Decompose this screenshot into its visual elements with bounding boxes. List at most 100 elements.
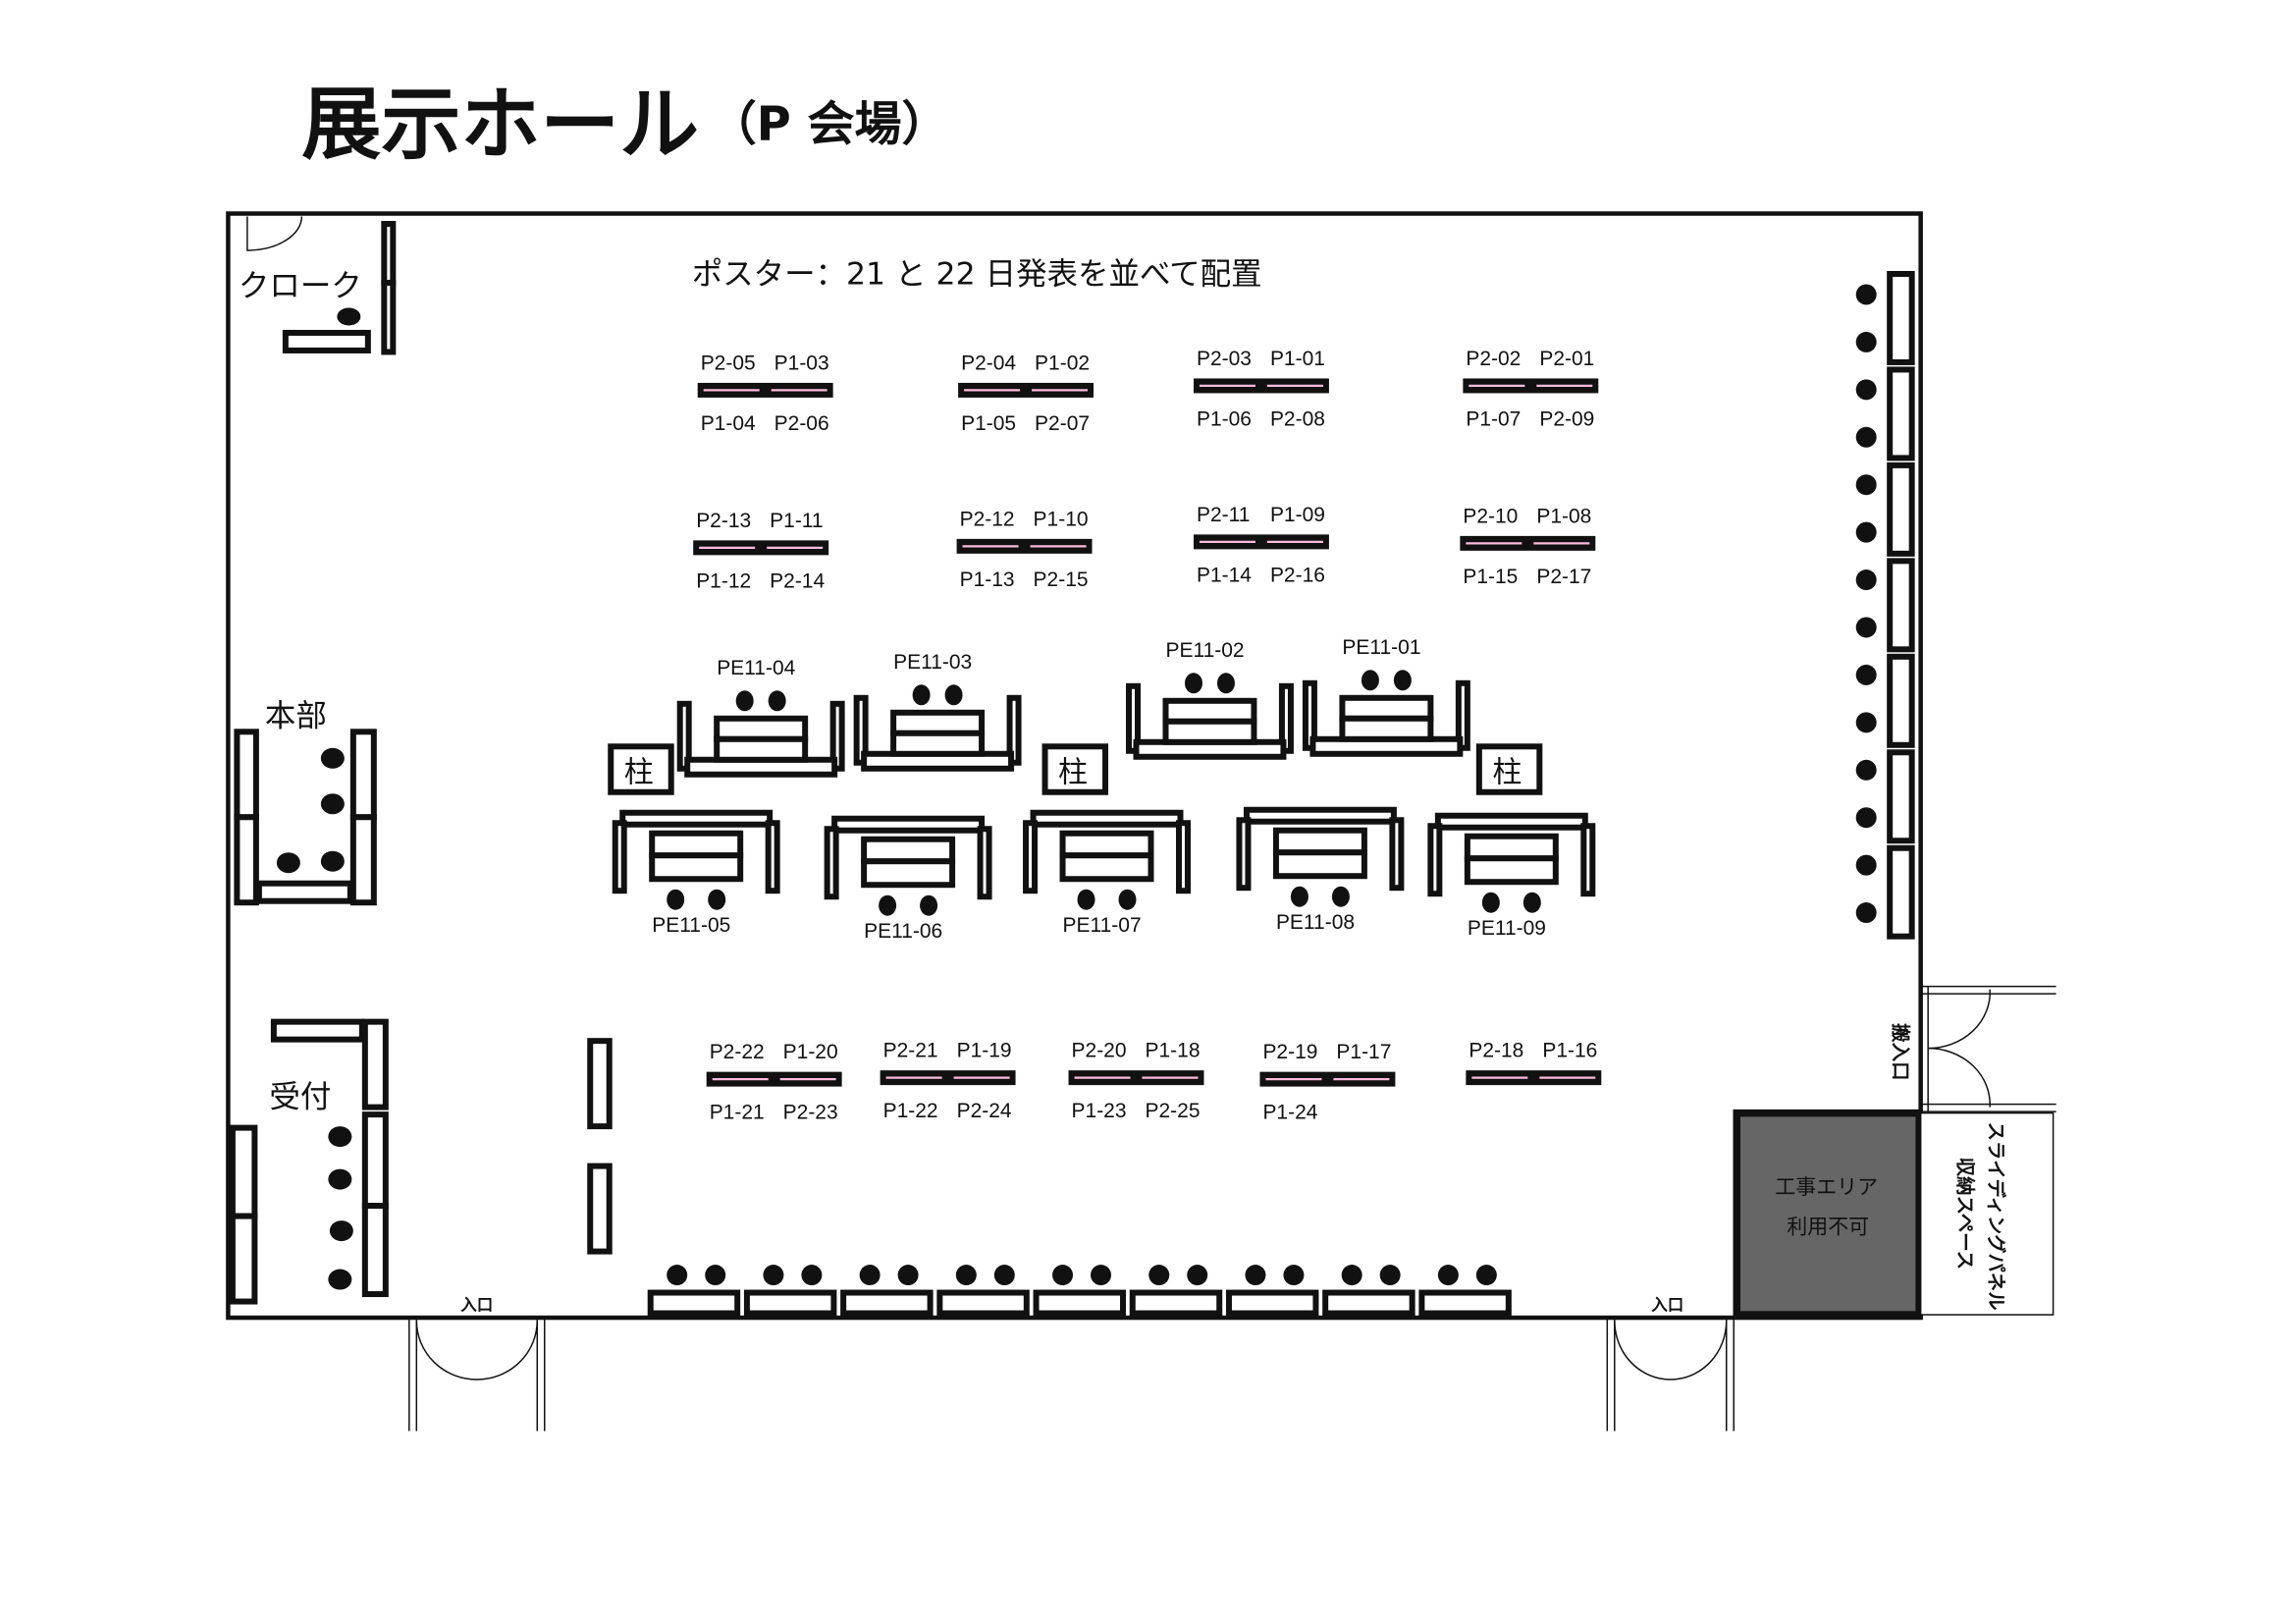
poster-label: P2-03 (1197, 348, 1252, 370)
cloak-counter (282, 221, 397, 355)
hq-label: 本部 (265, 698, 327, 733)
booth: PE11-02 (1126, 639, 1294, 760)
wall-table (1887, 749, 1915, 844)
pillar-label: 柱 (1058, 755, 1088, 789)
poster-label: P1-08 (1536, 505, 1591, 527)
poster-label: P2-23 (783, 1102, 838, 1124)
poster-label: P2-24 (957, 1100, 1012, 1122)
wall-table (840, 1289, 934, 1317)
poster-label: P1-17 (1336, 1041, 1391, 1063)
poster-label: P2-20 (1072, 1040, 1127, 1062)
booth: PE11-05 (612, 809, 780, 937)
chair (1118, 889, 1137, 910)
reception-tables (229, 1018, 389, 1305)
poster-label: P1-21 (710, 1102, 765, 1124)
booth-label: PE11-03 (893, 651, 972, 674)
poster-board-panel (1193, 378, 1329, 394)
poster-label: P2-12 (960, 508, 1015, 530)
chair (1855, 331, 1877, 352)
poster-label: P1-05 (961, 412, 1016, 435)
booth: PE11-03 (853, 651, 1022, 772)
chair (1481, 892, 1500, 913)
booth-label: PE11-01 (1342, 636, 1420, 659)
cloak-door (246, 216, 303, 251)
pillar-label: 柱 (624, 755, 654, 789)
chair (708, 889, 726, 910)
chair (1148, 1265, 1170, 1286)
poster-board-panel (1193, 534, 1329, 550)
wall-table (1033, 1289, 1127, 1317)
wall-table (1887, 461, 1915, 557)
poster-label: P2-15 (1034, 568, 1089, 591)
poster-board: P2-18 P1-16 (1466, 1040, 1602, 1086)
poster-label: P1-18 (1146, 1040, 1201, 1062)
poster-board-panel (693, 540, 829, 556)
poster-board-panel (956, 538, 1093, 554)
chair (1437, 1265, 1459, 1286)
reception-label: 受付 (269, 1080, 331, 1115)
poster-board-panel (1068, 1070, 1204, 1086)
poster-label: P2-09 (1539, 407, 1594, 430)
wall-table (1322, 1289, 1415, 1317)
poster-label: P1-07 (1466, 407, 1521, 430)
poster-label: P1-24 (1262, 1102, 1317, 1124)
poster-board-panel (1460, 535, 1596, 551)
construction-label-2: 利用不可 (1787, 1216, 1869, 1239)
chair (879, 894, 897, 916)
chair (1855, 712, 1877, 733)
chair (920, 894, 938, 916)
poster-label: P1-10 (1034, 508, 1089, 530)
poster-label: P1-11 (770, 510, 823, 532)
pillar: 柱 (608, 743, 674, 795)
construction-area (1733, 1109, 1923, 1319)
chair (1855, 664, 1877, 685)
chair (1855, 569, 1877, 591)
chair (1331, 886, 1350, 907)
construction-label-1: 工事エリア (1775, 1175, 1878, 1199)
storage-label-2: 収納スペース (1954, 1158, 1977, 1271)
booth-label: PE11-05 (652, 914, 730, 937)
chair (667, 889, 685, 910)
wall-table (1887, 366, 1915, 461)
poster-label: P2-17 (1536, 566, 1591, 588)
poster-note: ポスター：21 と 22 日発表を並べて配置 (692, 256, 1262, 292)
chair (897, 1265, 919, 1286)
booth-label: PE11-06 (864, 920, 942, 943)
poster-label: P1-23 (1072, 1100, 1127, 1122)
storage-label-1: スライディングパネル (1985, 1122, 2007, 1311)
chair (1855, 474, 1877, 496)
chair (912, 684, 931, 706)
poster-label: P2-18 (1468, 1040, 1523, 1062)
poster-label: P1-16 (1542, 1040, 1597, 1062)
poster-label: P1-06 (1197, 407, 1252, 430)
chair (1216, 673, 1235, 694)
poster-label: P2-21 (883, 1040, 938, 1062)
chair (337, 307, 361, 326)
panel-storage-area (1919, 1111, 2055, 1316)
poster-label: P1-09 (1270, 504, 1325, 526)
poster-label: P1-01 (1270, 348, 1325, 370)
entrance-left (408, 1318, 546, 1432)
poster-label: P2-25 (1146, 1100, 1201, 1122)
chair (667, 1265, 688, 1286)
booth: PE11-08 (1236, 806, 1405, 934)
hall-outline (226, 211, 1923, 1321)
chair (735, 690, 754, 712)
poster-label: P1-20 (783, 1041, 838, 1063)
poster-label: P2-08 (1270, 407, 1325, 430)
poster-label: P1-15 (1463, 566, 1518, 588)
hq-chairs (276, 747, 345, 874)
poster-label: P1-14 (1197, 564, 1252, 586)
poster-label: P2-10 (1463, 505, 1518, 527)
chair (1290, 886, 1308, 907)
chair (1052, 1265, 1074, 1286)
loading-entrance-label: 搬入口 (1890, 1023, 1912, 1080)
chair (1245, 1265, 1266, 1286)
pillar-label: 柱 (1492, 755, 1522, 789)
